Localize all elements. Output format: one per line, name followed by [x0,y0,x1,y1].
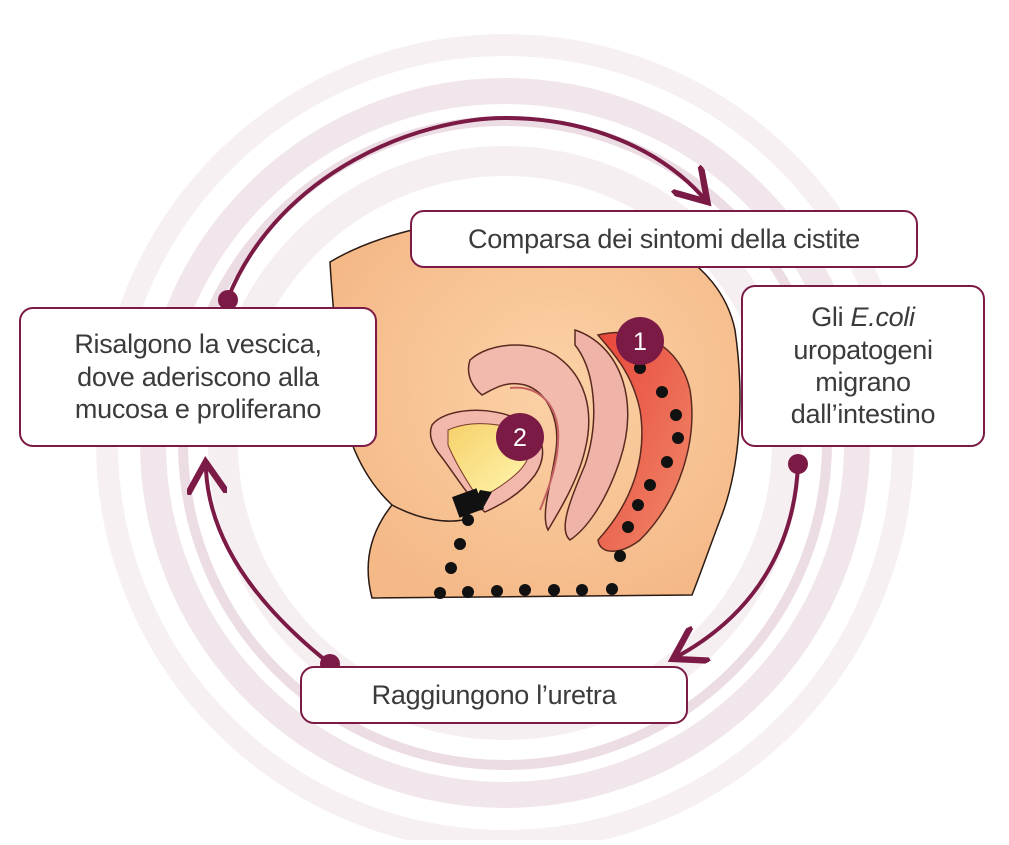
marker-1-label: 1 [633,328,647,356]
path-dot [454,538,466,550]
path-dot [606,583,618,595]
path-dot [445,562,457,574]
path-dot [462,514,474,526]
step-symptoms-text: Comparsa dei sintomi della cistite [468,223,860,255]
path-dot [656,386,668,398]
step-bladder-line3: mucosa e proliferano [75,393,321,425]
step-bladder-box: Risalgono la vescica, dove aderiscono al… [19,307,377,447]
step-migrate-prefix: Gli [811,302,850,332]
step-migrate-species: E.coli [851,302,915,332]
marker-2: 2 [496,413,544,461]
pelvis-illustration [330,215,740,598]
step-migrate-box: Gli E.coli uropatogeni migrano dall’inte… [741,285,985,447]
marker-1: 1 [616,317,664,365]
step-symptoms-box: Comparsa dei sintomi della cistite [410,210,918,268]
path-dot [614,550,626,562]
arrow-right-start-dot [788,454,808,474]
path-dot [434,587,446,599]
step-migrate-line2: uropatogeni [793,334,932,366]
path-dot [644,479,656,491]
path-dot [632,499,644,511]
path-dot [548,584,560,596]
step-bladder-line2: dove aderiscono alla [77,361,319,393]
path-dot [576,584,588,596]
path-dot [661,456,673,468]
path-dot [491,585,503,597]
step-bladder-line1: Risalgono la vescica, [74,328,321,360]
step-migrate-line3: migrano [815,366,910,398]
step-migrate-line1: Gli E.coli [811,301,915,333]
path-dot [670,409,682,421]
marker-2-label: 2 [513,424,527,452]
path-dot [519,584,531,596]
step-urethra-text: Raggiungono l’uretra [372,679,617,711]
step-urethra-box: Raggiungono l’uretra [300,666,688,724]
path-dot [622,521,634,533]
path-dot [672,432,684,444]
path-dot [462,586,474,598]
step-migrate-line4: dall’intestino [791,398,935,430]
